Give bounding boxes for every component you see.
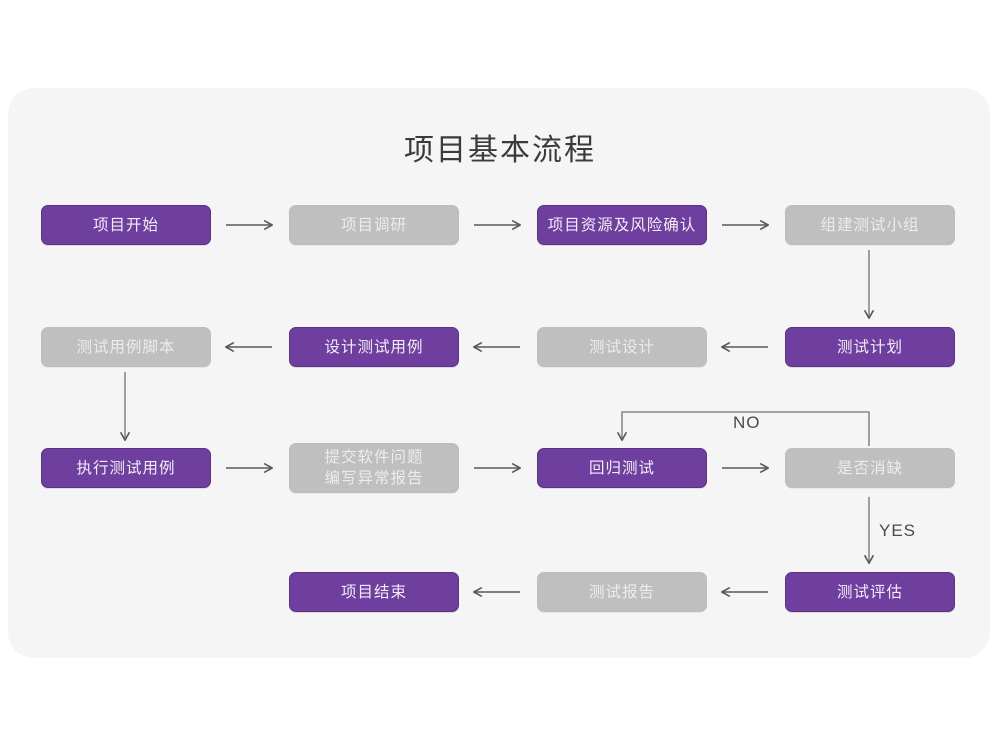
node-project-end[interactable]: 项目结束 (289, 572, 459, 612)
page-title: 项目基本流程 (404, 134, 596, 167)
node-submit-issue-report[interactable]: 提交软件问题 编写异常报告 (289, 443, 459, 493)
diagram-panel (8, 88, 990, 658)
node-project-research[interactable]: 项目调研 (289, 205, 459, 245)
node-test-case-script[interactable]: 测试用例脚本 (41, 327, 211, 367)
node-resource-risk-confirm[interactable]: 项目资源及风险确认 (537, 205, 707, 245)
node-test-design[interactable]: 测试设计 (537, 327, 707, 367)
node-project-start[interactable]: 项目开始 (41, 205, 211, 245)
node-build-test-team[interactable]: 组建测试小组 (785, 205, 955, 245)
node-defect-cleared[interactable]: 是否消缺 (785, 448, 955, 488)
node-test-plan[interactable]: 测试计划 (785, 327, 955, 367)
node-execute-test-case[interactable]: 执行测试用例 (41, 448, 211, 488)
node-design-test-case[interactable]: 设计测试用例 (289, 327, 459, 367)
node-test-report[interactable]: 测试报告 (537, 572, 707, 612)
edge-label-no: NO (733, 413, 761, 432)
node-test-evaluation[interactable]: 测试评估 (785, 572, 955, 612)
edge-label-yes: YES (879, 521, 917, 540)
node-regression-test[interactable]: 回归测试 (537, 448, 707, 488)
